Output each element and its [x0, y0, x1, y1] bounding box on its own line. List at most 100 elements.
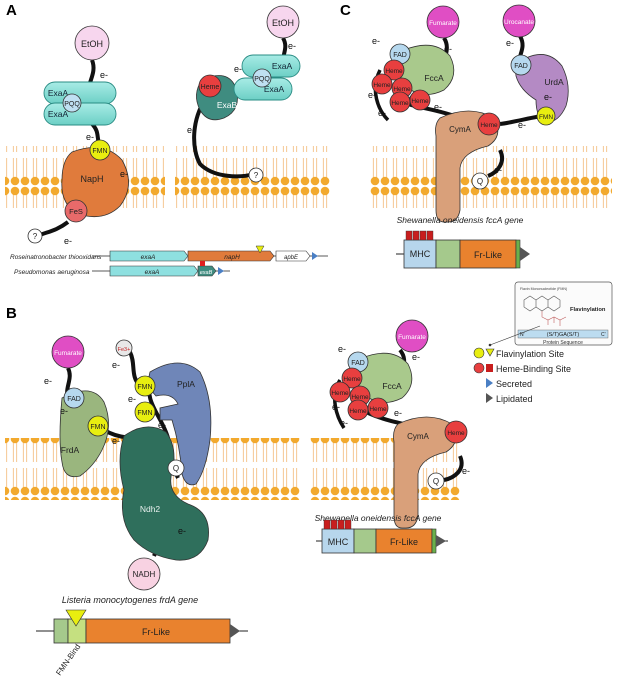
electron-b11: e-: [412, 352, 420, 362]
electron-b4: e-: [128, 394, 136, 404]
quinone-b1: [167, 459, 185, 477]
nadh-node: [127, 557, 161, 591]
fcca-label-b: FccA: [382, 381, 402, 391]
electron-b1: e-: [44, 376, 52, 386]
inset-caption: Protein Sequence: [543, 340, 583, 346]
electron-b12: e-: [394, 408, 402, 418]
fad-label-b2: FAD: [351, 360, 365, 367]
fmn-bind-label: FMN-Bind: [54, 642, 82, 677]
electron-b5: e-: [158, 420, 166, 430]
fumarate-node-b: [51, 335, 85, 369]
electron-b3: e-: [112, 360, 120, 370]
heme-c3-label: Heme: [393, 86, 411, 93]
electron-c9: e-: [494, 165, 502, 175]
gene-b-fr-like-label: Fr-Like: [142, 627, 170, 637]
heme-b5: [367, 397, 389, 419]
legend-heme-label: Heme-Binding Site: [496, 364, 571, 374]
heme-b3-label: Heme: [351, 394, 369, 401]
fmn-node-frda: [87, 415, 109, 437]
etoh-label-2: EtOH: [272, 18, 294, 28]
unknown-acceptor-a2: [248, 167, 264, 183]
gene-map-b: Fr-Like FMN-Bind: [36, 609, 248, 677]
heme-site-c1: [405, 230, 413, 241]
organism-pseudomonas: Pseudomonas aeruginosa: [14, 269, 90, 276]
quinone-c: [471, 172, 489, 190]
fmn-node: [89, 139, 111, 161]
electron-b7: e-: [178, 526, 186, 536]
pqq-label-2: PQQ: [254, 76, 270, 83]
heme-site-b3: [337, 519, 345, 530]
urda-label: UrdA: [544, 77, 564, 87]
heme-c5-label: Heme: [411, 98, 429, 105]
gene-naph-flavin-site: [255, 245, 265, 254]
gene-exab-label: exaB: [200, 270, 213, 276]
electron-a7: e-: [187, 125, 195, 135]
fumarate-node-b2: [395, 319, 429, 353]
gene-caption-c: Shewanella oneidensis fccA gene: [397, 215, 524, 225]
fumarate-label-b: Fumarate: [54, 350, 82, 357]
urocanate-label: Urocanate: [504, 19, 534, 26]
heme-cyma-c: [477, 112, 501, 136]
cyma-label-c: CymA: [449, 125, 471, 134]
inset-motif: (S/T)GA(S/T): [547, 332, 580, 338]
fmn-label: FMN: [92, 148, 107, 155]
heme-site-b4: [344, 519, 352, 530]
fumarate-node-c: [426, 5, 460, 39]
gene-c-fr-like: [459, 239, 517, 269]
unknown-label-a2: ?: [254, 171, 259, 180]
fe3-node: [115, 339, 133, 357]
legend: Flavinylation Site Heme-Binding Site Sec…: [473, 347, 571, 404]
gene-caption-b: Listeria monocytogenes frdA gene: [62, 595, 198, 605]
ppla-protein: [148, 362, 212, 486]
fe3-label: Fe3+: [118, 347, 131, 353]
gene-naph: [187, 250, 275, 262]
heme-c1-label: Heme: [385, 68, 403, 75]
fad-label-urda: FAD: [514, 63, 528, 70]
electron-c3: e-: [378, 108, 386, 118]
legend-secreted-label: Secreted: [496, 379, 532, 389]
unknown-label-a1: ?: [33, 232, 38, 241]
heme-site-c2: [412, 230, 420, 241]
quinone-b2-label: Q: [433, 477, 439, 486]
gene-c-mhc-label: MHC: [410, 249, 431, 259]
fmn-label-ppla2: FMN: [137, 410, 152, 417]
gene-b-flavin-site: [65, 609, 87, 627]
heme-b2: [329, 381, 351, 403]
fmn-label-ppla1: FMN: [137, 384, 152, 391]
electron-c8: e-: [544, 92, 552, 102]
inset-sequence-bar: [517, 329, 609, 339]
electron-a5: e-: [288, 41, 296, 51]
fmn-inset: Flavin Mononucleotide (FMN) Flavinylatio…: [488, 281, 613, 347]
heme-cyma-b: [444, 420, 468, 444]
heme-label-a: Heme: [201, 84, 220, 91]
electron-b9: e-: [332, 402, 340, 412]
panel-a-exab-complex: EtOH ExaB ExaA ExaA PQQ Heme ? e- e- e-: [187, 5, 301, 183]
legend-flavin-triangle-icon: [485, 348, 495, 357]
panel-label-c: C: [340, 2, 351, 19]
etoh-label: EtOH: [81, 39, 103, 49]
heme-site-b1: [323, 519, 331, 530]
legend-secreted-icon: [486, 378, 493, 388]
fmn-node-ppla2: [134, 401, 156, 423]
gene-b2-mid: [353, 528, 377, 554]
panel-a-naph-complex: EtOH ExaA ExaA PQQ NapH FMN FeS ? e- e- …: [27, 25, 129, 246]
inset-flavinylation-label: Flavinylation: [570, 307, 606, 313]
urocanate-node: [502, 4, 536, 38]
ndh2-protein: [119, 426, 209, 561]
electron-b13: e-: [462, 466, 470, 476]
legend-fmn-icon: [473, 347, 485, 359]
fmn-label-urda: FMN: [539, 114, 553, 121]
heme-b4-label: Heme: [349, 408, 367, 415]
gene-b2-mhc-label: MHC: [328, 537, 349, 547]
electron-b8: e-: [338, 344, 346, 354]
legend-flavin-label: Flavinylation Site: [496, 349, 564, 359]
ndh2-label: Ndh2: [140, 504, 161, 514]
pqq-node: [62, 93, 82, 113]
panel-b-complex: Fumarate Fe3+ FrdA FAD FMN PplA FMN FMN …: [44, 335, 212, 605]
exaa-top-label: ExaA: [48, 88, 69, 98]
panel-label-a: A: [6, 2, 17, 19]
organism-roseinatronobacter: Roseinatronobacter thiooxidans: [10, 254, 102, 261]
frda-label: FrdA: [61, 445, 80, 455]
quinone-c-label: Q: [477, 177, 483, 186]
fad-node-urda: [510, 54, 532, 76]
